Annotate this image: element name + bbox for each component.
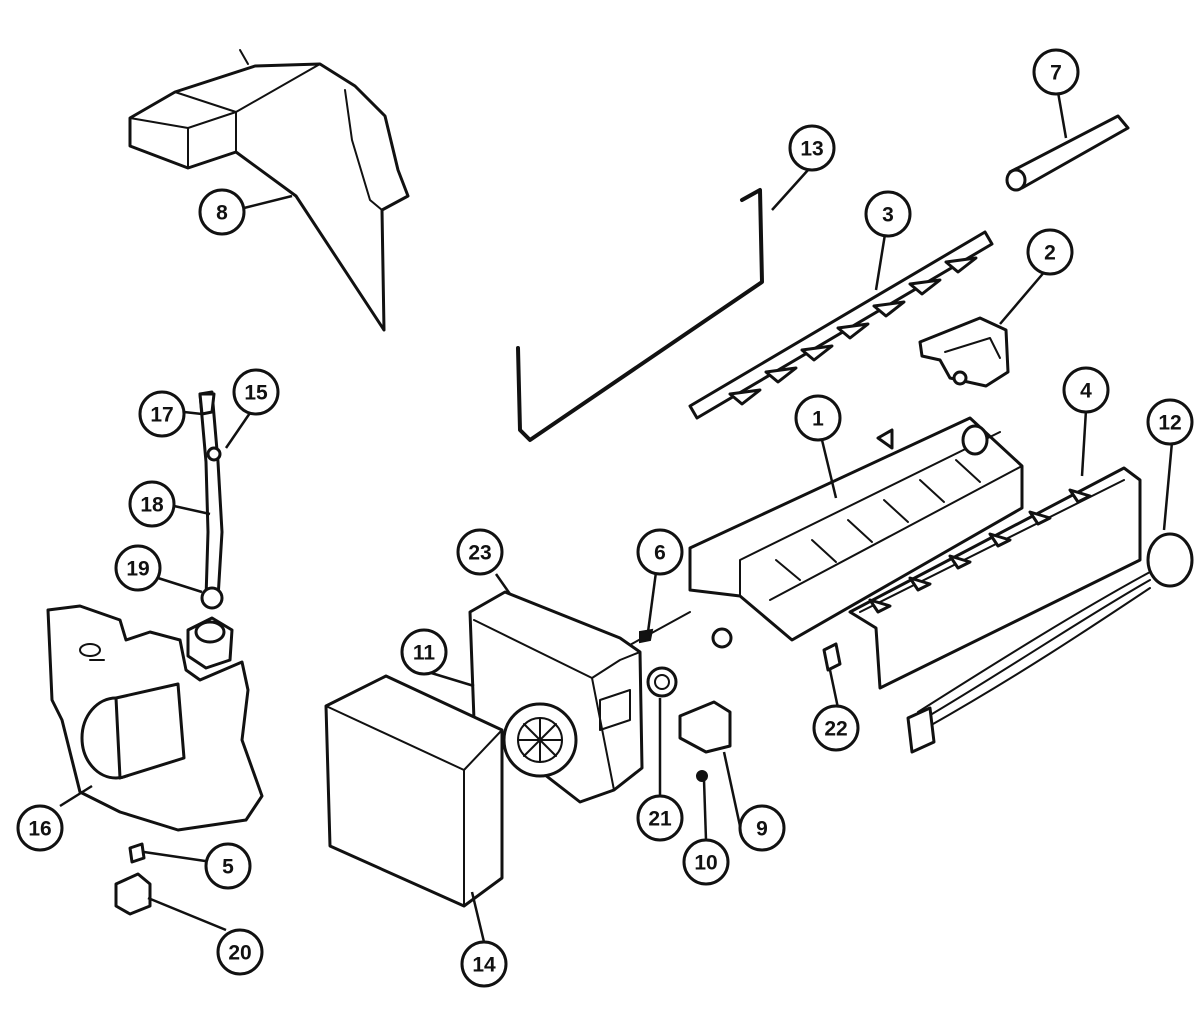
- fitting-part: [114, 872, 152, 916]
- callout-5-label: 5: [222, 856, 234, 879]
- water-valve-part: [46, 604, 264, 832]
- callout-8-label: 8: [216, 202, 228, 225]
- callout-17-label: 17: [150, 404, 173, 427]
- wiring-harness-part: [906, 532, 1194, 754]
- callout-2: 2: [1026, 228, 1074, 276]
- control-housing-part: [468, 590, 644, 804]
- tube-part: [1005, 114, 1130, 192]
- callout-19-label: 19: [126, 558, 149, 581]
- callout-9: 9: [738, 804, 786, 852]
- callout-17: 17: [138, 390, 186, 438]
- callout-12-label: 12: [1158, 412, 1181, 435]
- callout-21-label: 21: [648, 808, 672, 831]
- callout-11-label: 11: [413, 642, 436, 665]
- callout-18: 18: [128, 480, 176, 528]
- callout-11: 11: [400, 628, 448, 676]
- callout-19: 19: [114, 544, 162, 592]
- callout-22: 22: [812, 704, 860, 752]
- mold-tray-part: [688, 416, 1024, 649]
- callout-9-label: 9: [756, 818, 768, 841]
- callout-7-label: 7: [1050, 62, 1062, 85]
- shutoff-arm-wire-part: [516, 188, 764, 442]
- callout-15: 15: [232, 368, 280, 416]
- callout-1-label: 1: [812, 408, 824, 431]
- callout-12: 12: [1146, 398, 1194, 446]
- thermostat-part: [646, 666, 678, 698]
- callout-10-label: 10: [694, 852, 717, 875]
- chute-duct-part: [128, 49, 410, 332]
- callout-20: 20: [216, 928, 264, 976]
- nut-part: [128, 842, 146, 864]
- callout-7: 7: [1032, 48, 1080, 96]
- callout-23-label: 23: [468, 542, 491, 565]
- callout-1: 1: [794, 394, 842, 442]
- callout-6: 6: [636, 528, 684, 576]
- cover-bracket-part: [678, 700, 732, 782]
- callout-8: 8: [198, 188, 246, 236]
- clip-part: [822, 642, 842, 672]
- callout-10: 10: [682, 838, 730, 886]
- callout-18-label: 18: [140, 494, 164, 517]
- callout-15-label: 15: [244, 382, 268, 405]
- callout-5: 5: [204, 842, 252, 890]
- callout-22-label: 22: [824, 718, 847, 741]
- callout-21: 21: [636, 794, 684, 842]
- callout-16: 16: [16, 804, 64, 852]
- callout-4-label: 4: [1080, 380, 1092, 403]
- callout-16-label: 16: [28, 818, 51, 841]
- callout-3: 3: [864, 190, 912, 238]
- callout-20-label: 20: [228, 942, 251, 965]
- fill-tube-part: [198, 390, 224, 610]
- callout-6-label: 6: [654, 542, 666, 565]
- cover-box-part: [324, 674, 504, 908]
- callout-13-label: 13: [800, 138, 823, 161]
- stripper-part: [848, 466, 1142, 690]
- bracket-part: [918, 316, 1010, 388]
- callout-3-label: 3: [882, 204, 894, 227]
- callout-13: 13: [788, 124, 836, 172]
- spring-part: [627, 611, 691, 647]
- callout-14: 14: [460, 940, 508, 988]
- callout-2-label: 2: [1044, 242, 1056, 265]
- callout-4: 4: [1062, 366, 1110, 414]
- leader-lines: [59, 91, 1174, 943]
- callout-14-label: 14: [472, 954, 496, 977]
- callout-23: 23: [456, 528, 504, 576]
- ejector-shaft-part: [688, 230, 994, 420]
